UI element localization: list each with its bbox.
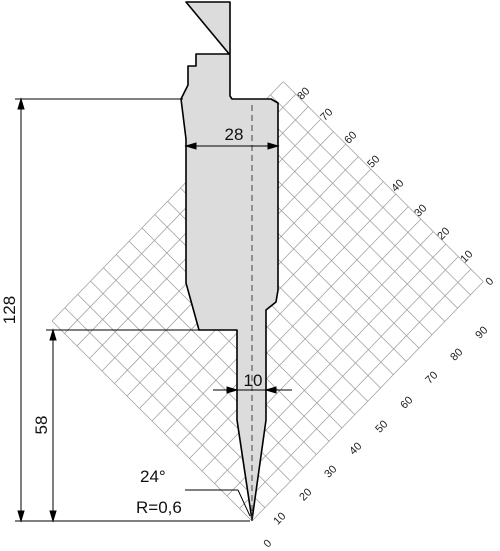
grid-scale-right-label: 70 (318, 106, 335, 123)
dim-neck-width-label: 10 (244, 371, 263, 390)
grid-scale-right-label: 0 (483, 275, 496, 288)
grid-scale-right-label: 40 (389, 177, 406, 194)
grid-scale-left-label: 20 (297, 486, 314, 503)
dim-body-width-label: 28 (225, 125, 244, 144)
grid-scale-left-label: 10 (271, 510, 288, 527)
tip-angle-label: 24° (140, 467, 166, 486)
grid-line (226, 256, 459, 497)
grid-scale-left-label: 70 (423, 369, 440, 386)
grid-line (189, 218, 422, 459)
grid-scale-left-label: 80 (448, 346, 465, 363)
grid-line (176, 206, 409, 447)
grid-scale-left-label: 60 (398, 394, 415, 411)
grid-scale-right: 0 10 20 30 40 50 60 70 80 (295, 85, 496, 288)
dim-total-height-label: 128 (0, 296, 19, 324)
grid-line (164, 193, 397, 434)
tip-radius-label: R=0,6 (136, 498, 182, 517)
grid-scale-left-label: 90 (473, 324, 490, 341)
grid-scale-right-label: 80 (295, 85, 312, 102)
grid-line (251, 281, 484, 522)
dimension-lines (15, 97, 292, 523)
grid-line (239, 268, 472, 509)
grid-scale-left-label: 30 (322, 463, 339, 480)
grid-scale-right-label: 30 (412, 202, 429, 219)
grid-scale-right-label: 50 (365, 153, 382, 170)
grid-scale-left: 90 80 70 60 50 40 30 20 10 0 (261, 324, 490, 550)
grid-scale-right-label: 10 (458, 248, 475, 265)
grid-scale-right-label: 60 (342, 129, 359, 146)
grid-scale-right-label: 20 (435, 225, 452, 242)
grid-scale-left-label: 50 (373, 418, 390, 435)
grid-scale-left-label: 0 (261, 537, 274, 550)
dim-lower-height-label: 58 (32, 416, 51, 435)
grid-scale-left-label: 40 (347, 440, 364, 457)
